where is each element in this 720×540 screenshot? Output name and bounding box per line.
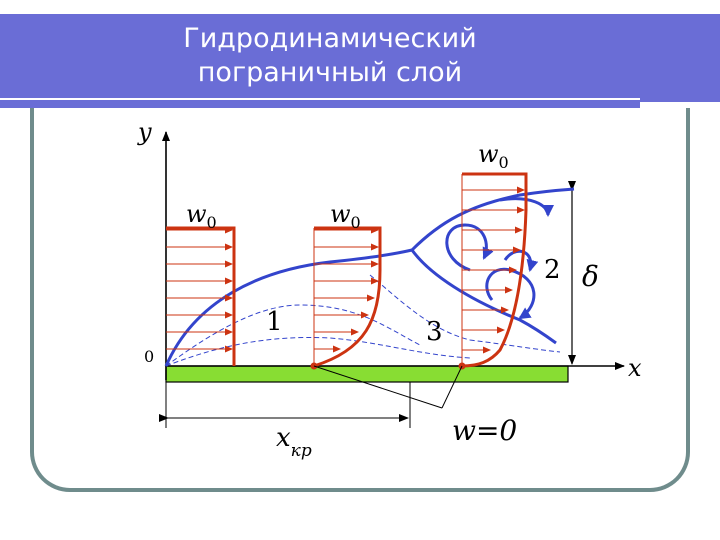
dashed-curve-2 bbox=[165, 337, 471, 367]
region-label-3: 3 bbox=[426, 317, 443, 347]
w0-label-2: w0 bbox=[330, 200, 361, 232]
y-axis-label: y bbox=[137, 118, 152, 146]
delta-label: δ bbox=[582, 260, 599, 293]
vortex-1 bbox=[499, 197, 554, 217]
leader-line-1 bbox=[313, 365, 443, 409]
boundary-curve-turbulent bbox=[410, 187, 575, 252]
title-underline bbox=[0, 102, 640, 108]
dashed-curve-3 bbox=[369, 274, 561, 353]
w-zero-label: w=0 bbox=[452, 414, 517, 447]
title-underline-gap bbox=[0, 98, 640, 100]
boundary-curve-laminar bbox=[164, 248, 413, 367]
content-frame bbox=[30, 108, 690, 492]
profile-2-line bbox=[313, 226, 382, 368]
plate bbox=[165, 365, 569, 383]
x-axis-label: x bbox=[628, 354, 642, 382]
vortex-4 bbox=[485, 267, 536, 320]
region-label-1: 1 bbox=[266, 307, 283, 337]
profile-3-line bbox=[461, 172, 528, 368]
region-label-2: 2 bbox=[544, 255, 561, 285]
profile-1-line bbox=[166, 226, 236, 366]
origin-label: 0 bbox=[144, 347, 154, 366]
xkr-label: xкр bbox=[276, 423, 312, 461]
velocity-profile-2 bbox=[314, 226, 379, 353]
vortex-2 bbox=[445, 223, 494, 272]
w0-label-1: w0 bbox=[186, 200, 217, 232]
dashed-curve-1 bbox=[165, 304, 421, 367]
leader-line-2 bbox=[441, 365, 463, 409]
page-title: Гидродинамический пограничный слой bbox=[100, 22, 560, 90]
title-line-1: Гидродинамический bbox=[183, 23, 477, 54]
w0-label-3: w0 bbox=[478, 140, 509, 172]
velocity-profile-3 bbox=[462, 186, 525, 354]
vortex-3 bbox=[503, 249, 539, 272]
title-bar: Гидродинамический пограничный слой bbox=[0, 10, 720, 108]
title-line-2: пограничный слой bbox=[197, 57, 463, 88]
title-band bbox=[0, 14, 720, 102]
separation-curve bbox=[410, 249, 557, 345]
velocity-profile-1 bbox=[166, 226, 233, 353]
